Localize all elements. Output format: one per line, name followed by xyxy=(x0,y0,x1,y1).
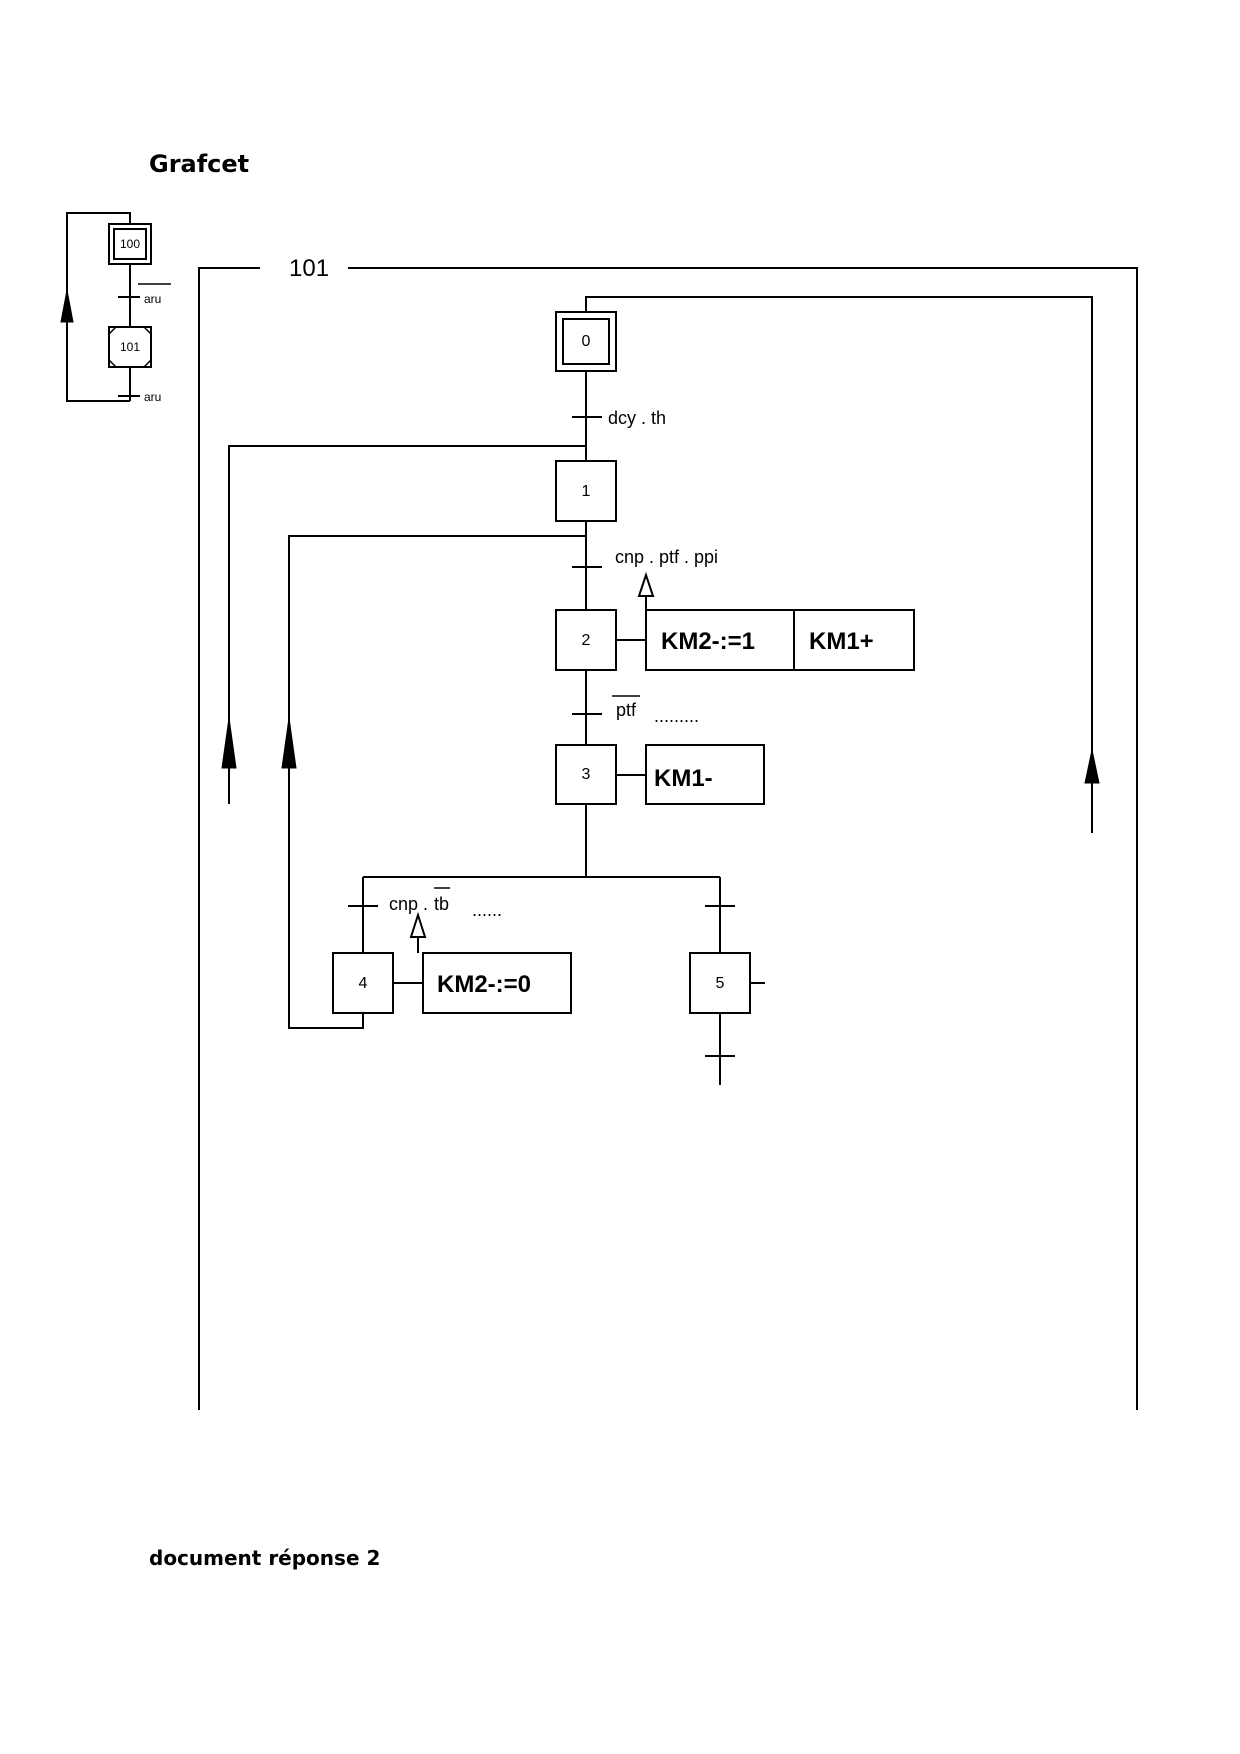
action-box xyxy=(645,609,795,671)
step-101-box xyxy=(108,326,152,368)
action-label: KM1+ xyxy=(809,628,874,655)
loop-arrow-up-icon xyxy=(1084,749,1100,784)
step-5[interactable]: 5 xyxy=(689,952,751,1014)
macro-corner xyxy=(108,359,117,368)
step-1[interactable]: 1 xyxy=(555,460,617,522)
safety-grafcet: 100 aru 101 aru xyxy=(60,212,171,404)
step-101-label: 101 xyxy=(120,340,140,354)
frame-right-edge xyxy=(348,267,1138,1410)
action-km2-set-0[interactable]: KM2-:=0 xyxy=(422,952,572,1014)
loop-to-step-1 xyxy=(228,445,586,804)
event-arrow-icon xyxy=(637,571,655,597)
step-0-inner xyxy=(562,318,610,365)
document-title: Grafcet xyxy=(149,150,250,178)
step-4[interactable]: 4 xyxy=(332,952,394,1014)
safety-loop-arrow-icon xyxy=(60,289,74,323)
transition-3-4-label-b: tb xyxy=(434,894,449,914)
step-101-macro[interactable]: 101 xyxy=(108,326,152,368)
action-label: KM1- xyxy=(654,765,713,792)
transition-not-aru-label: aru xyxy=(144,292,161,306)
step-3[interactable]: 3 xyxy=(555,744,617,805)
action-km1-minus[interactable]: KM1- xyxy=(645,744,765,805)
step-100-inner xyxy=(113,228,147,260)
frame-left-edge xyxy=(198,267,260,1410)
macro-corner xyxy=(143,326,152,335)
step-4-label: 4 xyxy=(359,975,368,992)
action-label: KM2-:=1 xyxy=(661,628,755,655)
loop-arrow-up-icon xyxy=(281,717,297,769)
step-1-label: 1 xyxy=(582,483,591,500)
step-2[interactable]: 2 xyxy=(555,609,617,671)
loop-to-step-0 xyxy=(585,296,1093,833)
step-2-label: 2 xyxy=(582,632,591,649)
transition-2-3-label: ptf xyxy=(616,700,637,720)
macro-corner xyxy=(143,359,152,368)
macro-frame-label: 101 xyxy=(289,255,329,282)
transition-3-4-label-a: cnp . xyxy=(389,894,428,914)
transition-3-4-fill[interactable]: ...... xyxy=(472,900,502,920)
step-100[interactable]: 100 xyxy=(108,223,152,265)
macro-frame-101: 101 xyxy=(198,255,1138,1410)
action-box xyxy=(793,609,915,671)
transition-2-3-fill[interactable]: ......... xyxy=(654,706,699,726)
transition-aru-label: aru xyxy=(144,390,161,404)
step-5-box xyxy=(689,952,751,1014)
safety-loop-line xyxy=(66,212,131,402)
main-grafcet: 0 dcy . th 1 cnp . ptf . ppi 2 xyxy=(221,296,1100,1085)
action-km2-set-1[interactable]: KM2-:=1 xyxy=(645,609,795,671)
loop-arrow-up-icon xyxy=(221,717,237,769)
step-3-box xyxy=(555,744,617,805)
loop-to-step-2 xyxy=(288,535,586,1029)
document-footer: document réponse 2 xyxy=(149,1546,381,1570)
transition-0-1-label: dcy . th xyxy=(608,408,666,428)
step-100-label: 100 xyxy=(120,237,140,251)
action-box xyxy=(645,744,765,805)
macro-corner xyxy=(108,326,117,335)
transition-1-2-label: cnp . ptf . ppi xyxy=(615,547,718,567)
action-km1-plus[interactable]: KM1+ xyxy=(793,609,915,671)
step-0-label: 0 xyxy=(582,333,591,350)
action-box xyxy=(422,952,572,1014)
step-5-label: 5 xyxy=(716,975,725,992)
step-0[interactable]: 0 xyxy=(555,311,617,372)
action-label: KM2-:=0 xyxy=(437,971,531,998)
step-3-label: 3 xyxy=(582,766,591,783)
event-arrow-icon xyxy=(409,911,427,938)
step-1-box xyxy=(555,460,617,522)
